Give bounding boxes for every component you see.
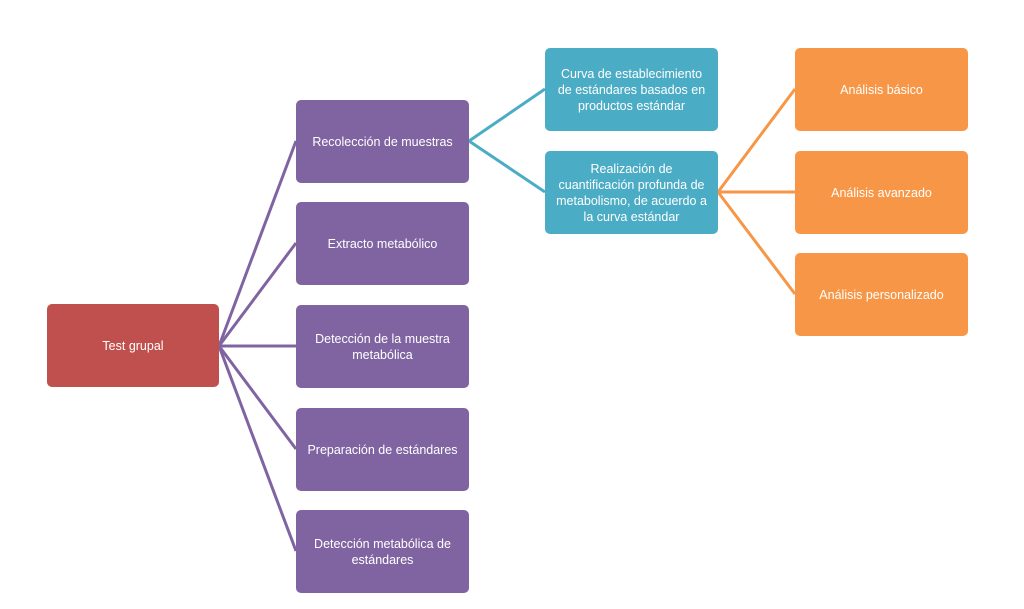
node-curva-establecimiento: Curva de establecimiento de estándares b… <box>545 48 718 131</box>
node-recoleccion-muestras: Recolección de muestras <box>296 100 469 183</box>
node-test-grupal: Test grupal <box>47 304 219 387</box>
node-preparacion-estandares: Preparación de estándares <box>296 408 469 491</box>
node-extracto-metabolico: Extracto metabólico <box>296 202 469 285</box>
connector-root-deteccion-estandares <box>217 345 298 552</box>
connector-recoleccion-realizacion <box>468 139 546 194</box>
connector-root-preparacion <box>217 345 298 450</box>
connector-root-recoleccion <box>217 140 298 347</box>
node-deteccion-metabolica-estandares: Detección metabólica de estándares <box>296 510 469 593</box>
connector-root-extracto <box>217 242 298 347</box>
node-realizacion-cuantificacion: Realización de cuantificación profunda d… <box>545 151 718 234</box>
node-analisis-avanzado: Análisis avanzado <box>795 151 968 234</box>
connector-recoleccion-curva <box>468 87 546 143</box>
connector-realizacion-personalizado <box>716 191 797 295</box>
connector-realizacion-basico <box>716 88 797 193</box>
node-analisis-personalizado: Análisis personalizado <box>795 253 968 336</box>
node-deteccion-muestra-metabolica: Detección de la muestra metabólica <box>296 305 469 388</box>
node-analisis-basico: Análisis básico <box>795 48 968 131</box>
